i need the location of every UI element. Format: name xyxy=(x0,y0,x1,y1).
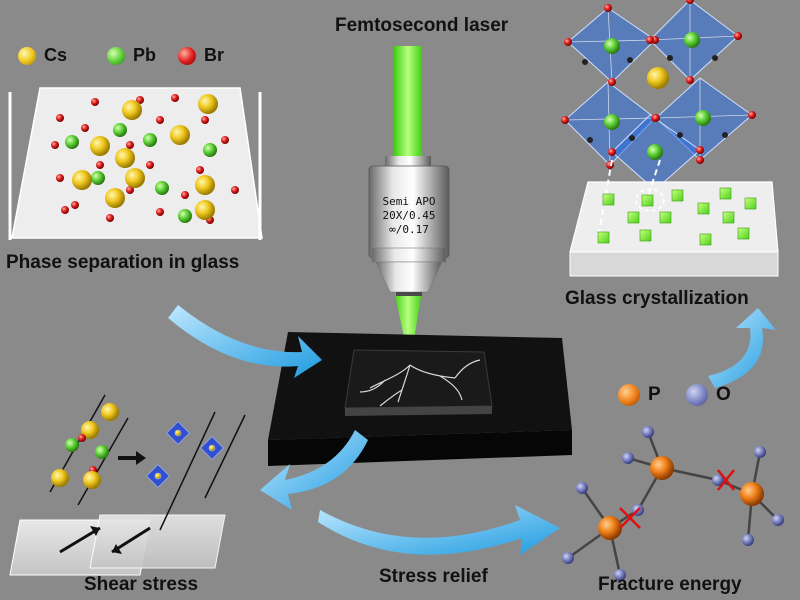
phase-separated-ions xyxy=(51,94,239,224)
objective-engraving: Semi APO 20X/0.45 ∞/0.17 xyxy=(369,195,449,237)
legend-o-label: O xyxy=(716,384,731,405)
perovskite-clusters xyxy=(146,421,224,488)
glass-sample xyxy=(344,349,493,409)
phase-separation-glass xyxy=(8,87,263,240)
crystal-glass-side xyxy=(569,251,779,277)
legend-o: O xyxy=(686,384,731,406)
legend-p: P xyxy=(618,384,661,406)
phase-separation-label: Phase separation in glass xyxy=(6,252,240,273)
laser-beam-focus xyxy=(394,290,422,365)
legend-p-label: P xyxy=(648,384,661,405)
zoom-lines xyxy=(597,159,661,239)
arrow-to-shear xyxy=(260,430,368,510)
shear-stress-label: Shear stress xyxy=(84,574,199,595)
cs-ball-icon xyxy=(18,46,36,65)
phosphate-network xyxy=(562,426,784,581)
perovskite-octahedra xyxy=(561,0,756,194)
br-ball-icon xyxy=(178,46,196,65)
bond-break-marks xyxy=(619,469,735,529)
fracture-energy-label: Fracture energy xyxy=(598,574,742,595)
p-ball-icon xyxy=(618,384,640,406)
flow-arrows xyxy=(168,305,776,555)
sample-stage xyxy=(268,332,572,466)
legend-br-label: Br xyxy=(204,45,225,65)
stress-relief-label: Stress relief xyxy=(379,566,488,587)
arrow-to-stage xyxy=(168,305,322,378)
pb-ball-icon xyxy=(107,46,125,65)
laser-label: Femtosecond laser xyxy=(335,15,509,36)
objective-line-3: ∞/0.17 xyxy=(389,223,429,236)
shear-stress-illustration xyxy=(9,394,246,576)
objective-line-1: Semi APO xyxy=(382,195,436,208)
glass-crystallization-label: Glass crystallization xyxy=(565,288,749,309)
crystallized-glass xyxy=(569,159,779,277)
arrow-to-crystallization xyxy=(708,308,776,388)
o-ball-icon xyxy=(686,384,708,406)
laser-cracks xyxy=(359,359,481,407)
femtosecond-laser-beam xyxy=(394,46,422,365)
laser-beam-upper xyxy=(394,46,422,158)
legend-cs-label: Cs xyxy=(44,45,68,65)
cspbbr3-nanocrystals xyxy=(597,187,757,246)
legend-cs: Cs xyxy=(18,45,67,66)
legend-pb-label: Pb xyxy=(133,45,157,65)
legend-br: Br xyxy=(178,45,224,66)
objective-line-2: 20X/0.45 xyxy=(382,209,436,222)
arrow-stress-relief xyxy=(318,505,560,555)
microscope-objective xyxy=(368,156,450,296)
legend-pb: Pb xyxy=(107,45,156,66)
glass-slab-top xyxy=(11,87,263,239)
